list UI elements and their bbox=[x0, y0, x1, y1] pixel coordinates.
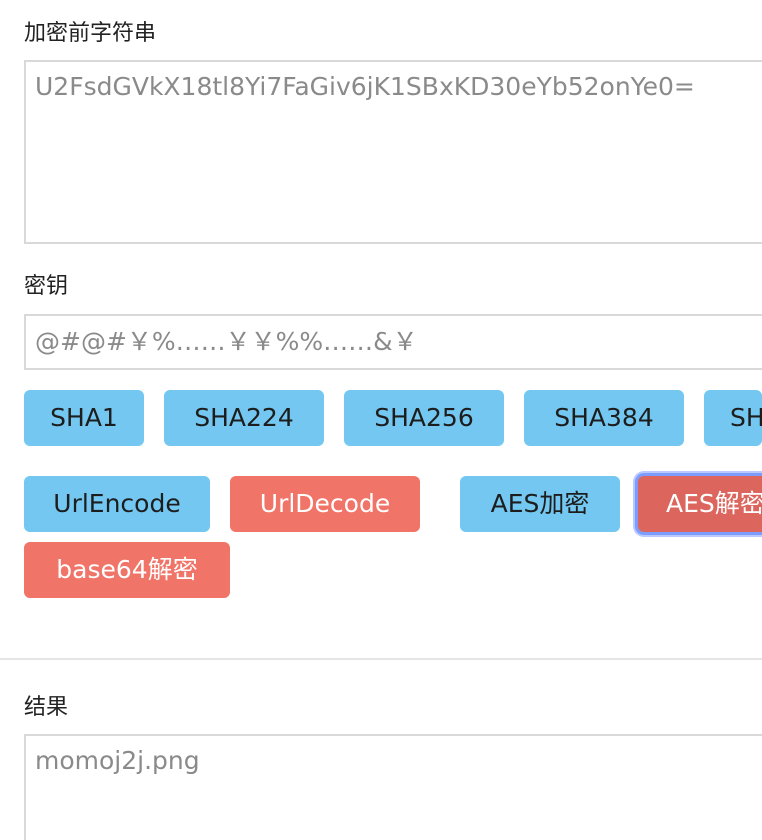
sha384-button[interactable]: SHA384 bbox=[524, 390, 684, 446]
sha256-button[interactable]: SHA256 bbox=[344, 390, 504, 446]
result-field[interactable]: momoj2j.png bbox=[24, 734, 762, 840]
input-string-field[interactable]: U2FsdGVkX18tl8Yi7FaGiv6jK1SBxKD30eYb52on… bbox=[24, 60, 762, 244]
url-encode-button[interactable]: UrlEncode bbox=[24, 476, 210, 532]
base64-decrypt-button[interactable]: base64解密 bbox=[24, 542, 230, 598]
key-field[interactable]: @#@#￥%……￥￥%%……&￥ bbox=[24, 314, 762, 370]
key-label: 密钥 bbox=[24, 274, 69, 299]
url-decode-button[interactable]: UrlDecode bbox=[230, 476, 420, 532]
section-divider bbox=[0, 658, 762, 660]
sha512-button-partial[interactable]: SH bbox=[704, 390, 762, 446]
aes-decrypt-button[interactable]: AES解密 bbox=[638, 476, 762, 532]
result-label: 结果 bbox=[24, 695, 69, 720]
aes-encrypt-button[interactable]: AES加密 bbox=[460, 476, 620, 532]
sha224-button[interactable]: SHA224 bbox=[164, 390, 324, 446]
sha1-button[interactable]: SHA1 bbox=[24, 390, 144, 446]
input-label: 加密前字符串 bbox=[24, 21, 157, 46]
